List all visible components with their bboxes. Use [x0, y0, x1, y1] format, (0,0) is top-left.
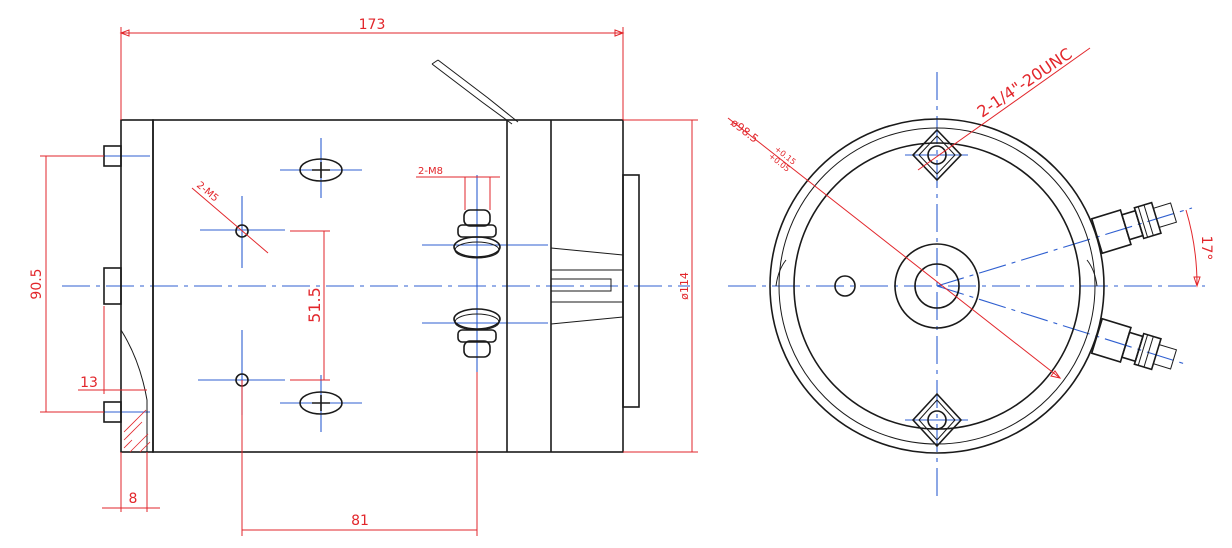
mounting-thread-label: 2-1/4"-20UNC — [974, 44, 1076, 121]
side-view-centerlines — [62, 138, 690, 432]
terminal-angle-label: 17° — [1198, 236, 1214, 261]
end-view: ø98.5 +0.15 +0.05 2-1/4"-20UNC 17° — [727, 44, 1214, 500]
flange-gap-label: 8 — [129, 491, 138, 507]
body-diameter-label: ø114 — [678, 272, 691, 300]
hole-spacing-label: 51.5 — [305, 287, 324, 323]
side-view-dimensions: 173 90.5 51.5 81 13 8 — [29, 17, 698, 536]
flange-height-label: 90.5 — [29, 268, 45, 299]
overall-length-label: 173 — [359, 17, 386, 33]
flange-thickness-label: 13 — [80, 375, 98, 391]
lead-wire — [431, 59, 519, 125]
terminal-studs-label: 2-M8 — [418, 166, 443, 177]
mounting-bosses — [911, 128, 963, 448]
pilot-diameter-label: ø98.5 — [728, 116, 761, 145]
motor-body — [152, 119, 640, 453]
slotted-bolts — [299, 158, 343, 415]
hole-offset-label: 81 — [351, 513, 369, 529]
side-view: 173 90.5 51.5 81 13 8 — [29, 17, 698, 536]
terminal-studs — [453, 209, 501, 358]
terminal-posts — [1090, 201, 1178, 371]
